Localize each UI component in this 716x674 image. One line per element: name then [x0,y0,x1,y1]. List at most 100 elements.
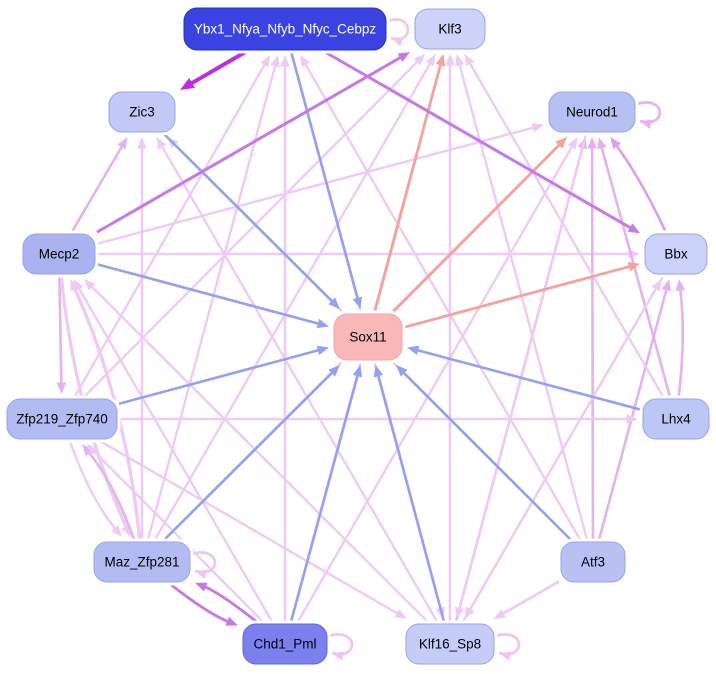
edge-mecp2-zic3-arrowhead [117,137,128,150]
edge-ybx1-sox11-arrowhead [352,296,363,309]
edge-lhx4-neurod1-arrowhead [597,137,607,150]
edge-atf3-sox11-path [402,371,572,541]
self-loop-ybx1 [387,18,410,47]
node-box [548,91,636,133]
edge-zfp219-maz-path [68,440,117,530]
edge-lhx4-sox11 [407,345,642,411]
self-loop-chd1 [328,633,354,661]
node-box [22,233,96,275]
edge-ybx1-sox11-path [289,51,360,300]
edge-maz-sox11-path [163,371,334,541]
self-loop-maz-arrowhead [195,569,208,579]
edge-ybx1-bbx-path [324,50,633,230]
edge-lhx4-klf3 [464,54,665,398]
edge-sox11-bbx-path [403,264,631,329]
edge-maz-zic3-arrowhead [137,137,147,149]
node-layer: Ybx1_Nfya_Nfyb_Nfyc_Cebpz Klf3Neurod1BbxL… [3,4,713,668]
edge-atf3-bbx-path [597,288,668,541]
node-mecp2[interactable]: Mecp2 [19,230,99,278]
edge-zfp219-ybx1-path [73,63,267,398]
self-loop-chd1-arrowhead [332,651,345,661]
edge-sox11-neurod1-path [391,143,562,313]
edge-klf16-mecp2-path [90,285,429,623]
edge-atf3-klf3-arrowhead [455,54,465,67]
edge-bbx-neurod1 [610,137,667,233]
edge-maz-ybx1 [146,55,280,541]
edge-mecp2-neurod1 [96,123,544,246]
node-atf3[interactable]: Atf3 [557,538,629,586]
edge-klf16-zic3-arrowhead [156,137,167,150]
edge-chd1-zfp219 [86,444,265,623]
edge-sox11-klf3-path [373,63,443,313]
edge-klf16-mecp2 [84,279,429,623]
edge-chd1-zfp219-path [92,450,265,623]
edge-maz-ybx1-path [146,64,277,541]
edge-bbx-neurod1-arrowhead [610,137,621,150]
self-loop-klf16-path [495,633,521,656]
edge-chd1-sox11-arrowhead [352,365,363,378]
edge-atf3-klf16 [493,580,560,619]
edge-mecp2-zic3 [70,137,128,233]
edge-mecp2-sox11-arrowhead [316,318,329,329]
edge-zfp219-ybx1 [73,55,271,398]
node-klf16[interactable]: Klf16_Sp8 [402,620,498,668]
edge-sox11-bbx-arrowhead [627,262,640,272]
node-zic3[interactable]: Zic3 [105,88,179,136]
edge-ybx1-bbx-arrowhead [627,223,640,234]
edge-zfp219-maz-arrowhead [110,525,122,537]
edge-bbx-klf16-path [468,275,665,611]
edge-chd1-sox11-path [289,374,360,623]
node-klf3[interactable]: Klf3 [411,5,489,53]
node-zfp219[interactable]: Zfp219_Zfp740 [3,395,121,443]
edge-zfp219-sox11-arrowhead [316,345,329,356]
node-ybx1[interactable]: Ybx1_Nfya_Nfyb_Nfyc_Cebpz [180,4,390,54]
edge-maz-zfp219-arrowhead [82,444,94,456]
edge-chd1-maz [195,582,258,624]
edge-maz-chd1-arrowhead [225,616,238,626]
edge-ybx1-zic3-path [187,50,247,87]
edge-mecp2-sox11-path [96,262,320,326]
edge-sox11-klf3 [373,54,446,313]
node-neurod1[interactable]: Neurod1 [545,88,639,136]
self-loop-ybx1-arrowhead [391,37,404,47]
edge-ybx1-zic3 [180,50,247,90]
edge-zic3-sox11-arrowhead [328,297,340,309]
edge-ybx1-zic3-arrowhead [180,77,196,90]
edge-maz-chd1 [169,582,238,626]
edge-zic3-sox11-path [163,133,334,303]
edge-klf16-zic3 [156,137,439,623]
node-box [333,313,403,361]
node-sox11[interactable]: Sox11 [330,310,406,364]
node-box [108,91,176,133]
edge-zfp219-sox11-path [118,348,320,405]
node-bbx[interactable]: Bbx [641,230,711,278]
edge-chd1-mecp2-arrowhead [73,279,84,292]
edge-atf3-ybx1 [300,55,582,541]
self-loop-chd1-path [328,633,354,656]
node-maz[interactable]: Maz_Zfp281 [90,538,194,586]
edge-atf3-klf3-path [458,63,589,541]
edge-atf3-neurod1 [587,137,597,541]
edge-zfp219-ybx1-arrowhead [260,55,271,68]
edge-chd1-sox11 [289,365,363,623]
node-box [93,541,191,583]
edge-atf3-klf16-path [501,580,560,616]
node-chd1[interactable]: Chd1_Pml [239,620,331,668]
edge-mecp2-neurod1-path [96,126,535,246]
node-box [642,398,710,440]
edge-bbx-klf16 [464,275,665,619]
node-lhx4[interactable]: Lhx4 [639,395,713,443]
edge-sox11-neurod1 [391,137,568,313]
edge-zfp219-maz [68,440,122,537]
edge-maz-sox11-arrowhead [328,365,340,377]
self-loop-klf16-arrowhead [499,651,512,661]
edge-ybx1-sox11 [289,51,363,309]
edge-atf3-klf3 [455,54,589,541]
edge-lhx4-bbx [675,279,686,398]
edge-lhx4-bbx-path [677,288,685,398]
node-box [405,623,495,665]
edge-lhx4-sox11-path [416,348,642,411]
edge-maz-sox11 [163,365,340,541]
edge-chd1-ybx1 [280,55,290,622]
